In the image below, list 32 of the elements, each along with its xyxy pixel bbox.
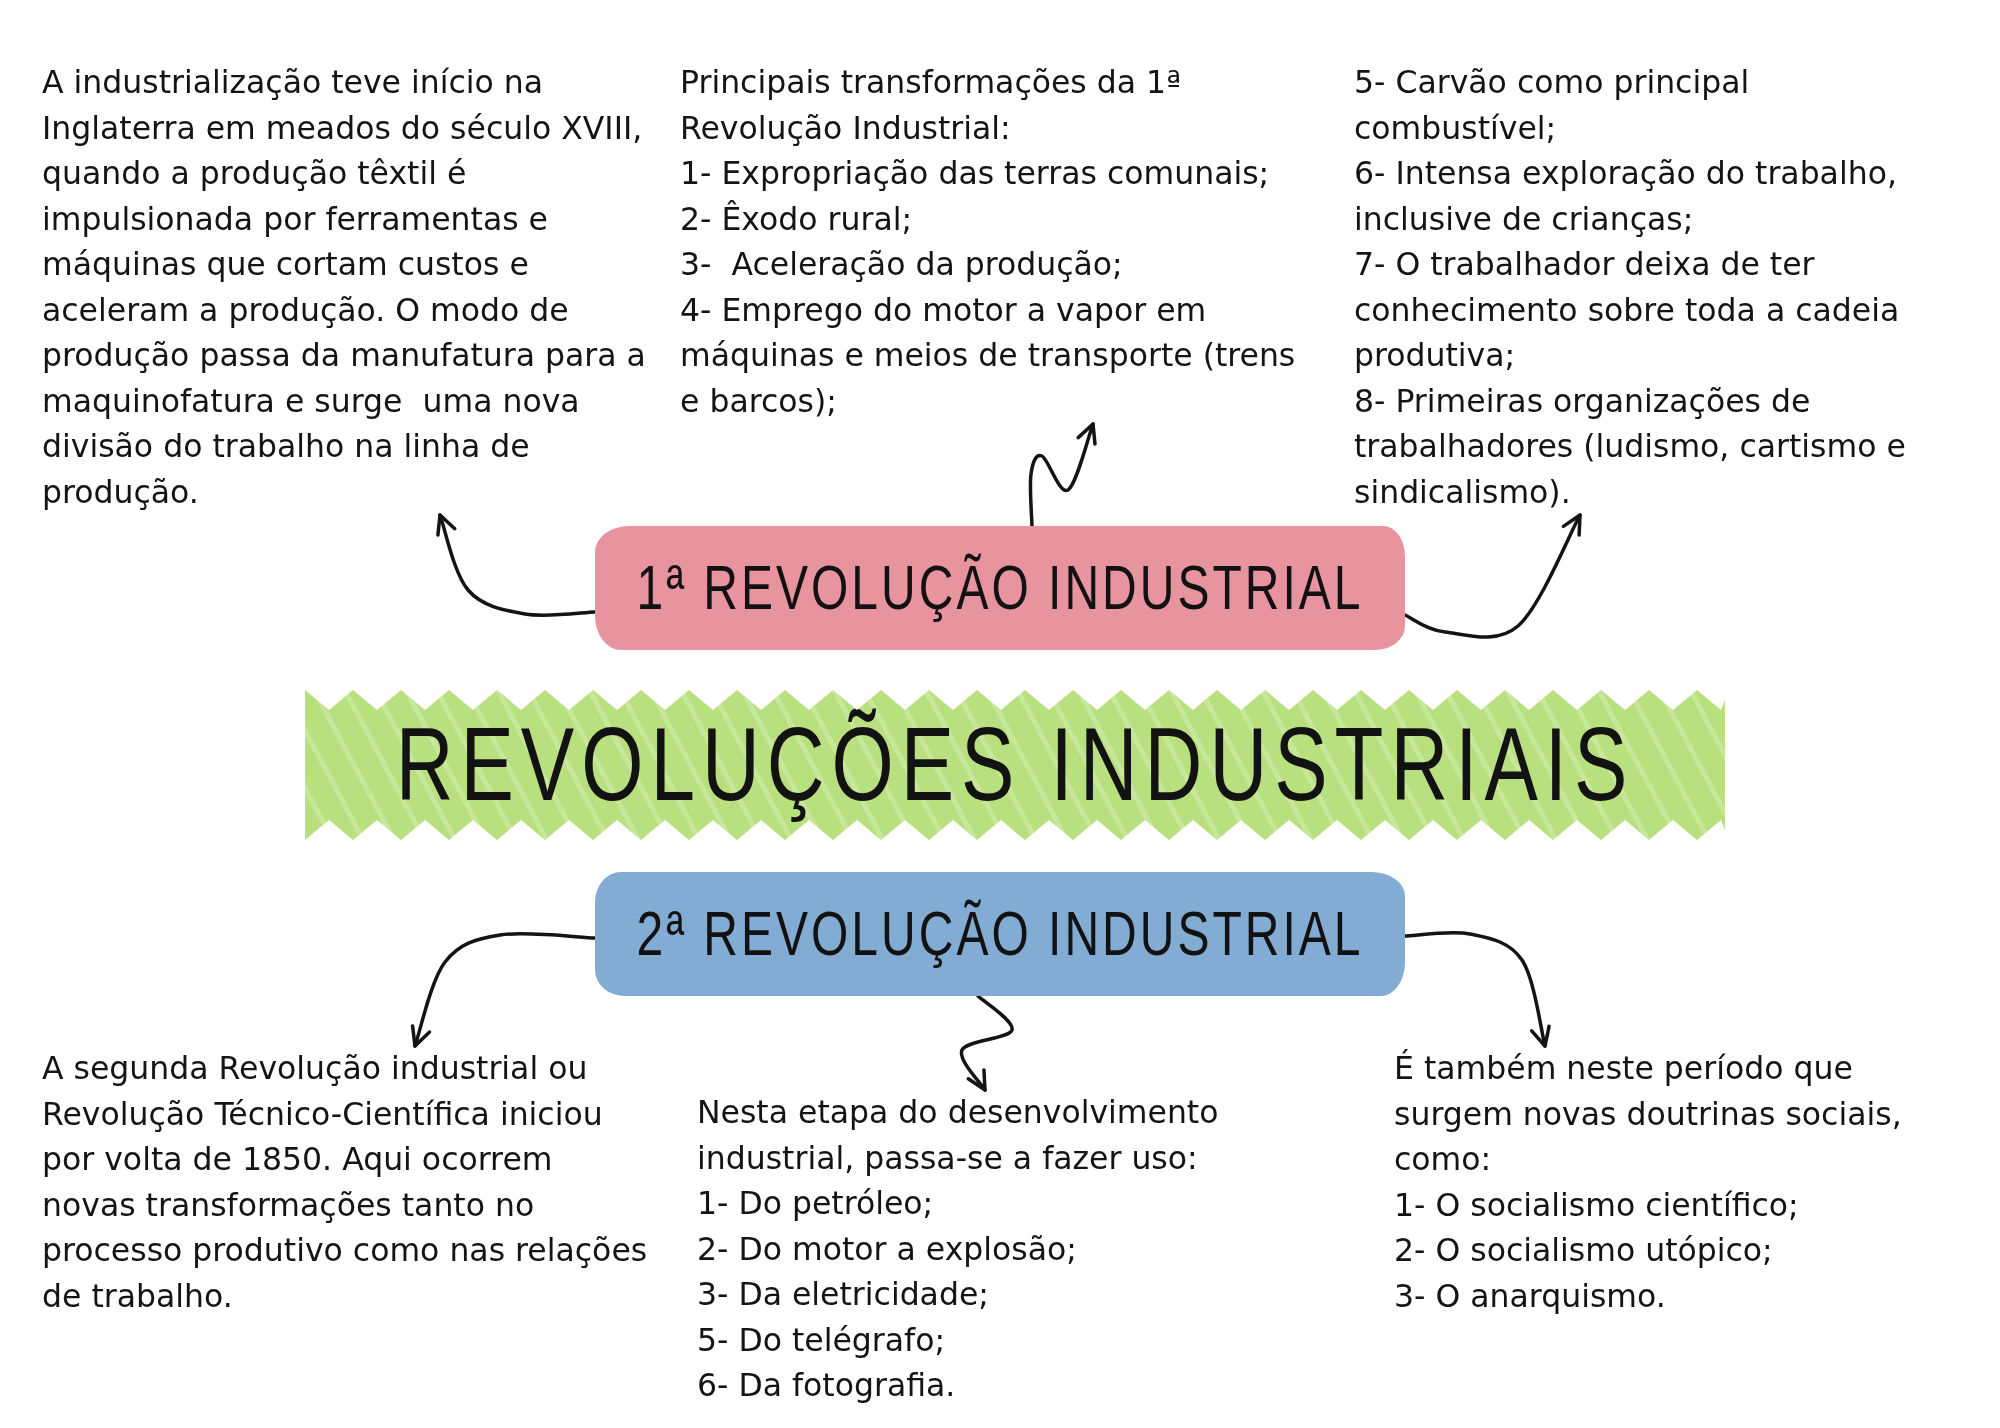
list-text: 1- Expropriação das terras comunais; [680,154,1271,193]
list-text: 7- O trabalhador deixa de ter conhecimento sobre toda a cadeia produtiva; [1354,245,1901,375]
list-text: 2- Do motor a explosão; [697,1229,1078,1269]
list-text: 6- Intensa exploração do trabalho, inclusive de crianças; [1354,154,1898,239]
band-heading: 1ª REVOLUÇÃO INDUSTRIAL [636,551,1364,624]
curved-arrow [410,931,597,1048]
list-text: 8- Primeiras organizações de trabalhadores (ludismo, cartismo e sindicalismo). [1354,381,1907,512]
list-text: 3- Aceleração da produção; [680,245,1124,284]
curved-arrow [1403,513,1582,639]
list-text: 2- O socialismo utópico; [1394,1231,1774,1270]
list-text: Principais transformações da 1ª Revolução Industrial: [680,63,1182,148]
list-text: É também neste período que surgem novas doutrinas sociais, como: [1394,1048,1903,1179]
list-text: 6- Da fotografia. [697,1366,957,1405]
squiggle-arrow [1028,422,1098,528]
highlight-band [595,872,1405,996]
squiggle-arrow [959,994,1014,1092]
list-text: Nesta etapa do desenvolvimento industrial, passa-se a fazer uso: [697,1093,1220,1178]
main-title: REVOLUÇÕES INDUSTRIAIS [395,705,1635,825]
list-text: 4- Emprego do motor a vapor em máquinas e meios de transporte (trens e barcos); [680,290,1297,421]
list-text: 3- O anarquismo. [1394,1276,1667,1316]
list-text: 2- Êxodo rural; [680,199,914,239]
list-text: 5- Do telégrafo; [697,1320,947,1360]
list-text: 5- Carvão como principal combustível; [1354,63,1751,148]
list-text: 1- Do petróleo; [697,1184,935,1223]
highlight-band [595,526,1405,650]
paragraph: A segunda Revolução industrial ou Revolução Técnico-Científica iniciou por volta de 1850. Aqui ocorrem novas transformações tanto no processo produtivo como nas relações de trabalho. [42,1049,649,1316]
curved-arrow [1403,930,1552,1048]
band-heading: 2ª REVOLUÇÃO INDUSTRIAL [636,897,1364,970]
list-text: 3- Da eletricidade; [697,1275,990,1314]
list-text: 1- O socialismo científico; [1394,1185,1800,1225]
paragraph: A industrialização teve início na Inglaterra em meados do século XVIII, quando a produção têxtil é impulsionada por ferramentas e máquinas que cortam custos e aceleram a produção. O modo de produção passa da manufatura para a maquinofatura e surge uma nova divisão do trabalho na linha de produção. [42,63,647,512]
curved-arrow [435,513,597,618]
